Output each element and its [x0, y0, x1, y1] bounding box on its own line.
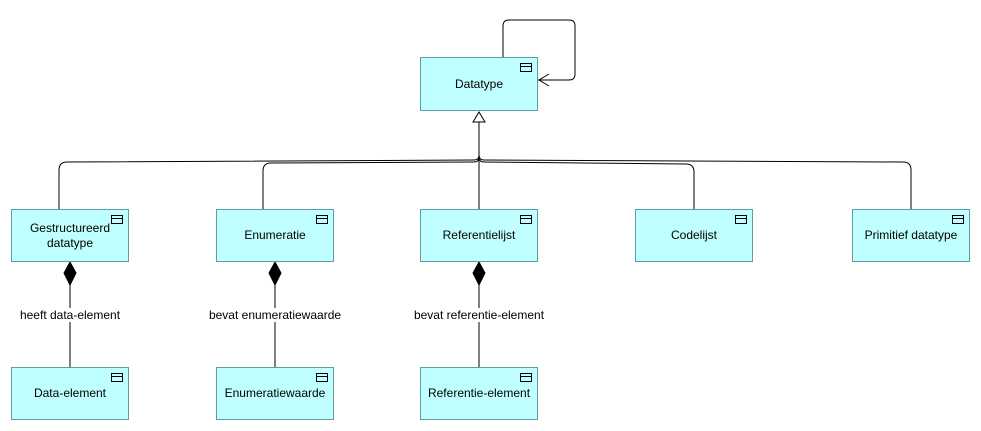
element-enumeratiewaarde[interactable]: Enumeratiewaarde	[216, 367, 334, 420]
composition-diamond-gestructureerd	[63, 260, 77, 287]
element-enumeratie[interactable]: Enumeratie	[216, 209, 334, 262]
data-object-icon	[520, 373, 532, 382]
element-enumeratiewaarde-label: Enumeratiewaarde	[224, 386, 326, 400]
relation-label-heeft-data-element: heeft data-element	[18, 308, 122, 322]
data-object-icon	[316, 215, 328, 224]
data-object-icon	[111, 373, 123, 382]
element-gestructureerd-datatype[interactable]: Gestructureerd datatype	[11, 209, 129, 262]
specialization-line-enumeratie	[262, 156, 480, 209]
data-object-icon	[111, 215, 123, 224]
data-object-icon	[520, 215, 532, 224]
element-codelijst-label: Codelijst	[670, 228, 718, 242]
specialization-line-codelijst	[478, 156, 695, 209]
element-referentielijst-label: Referentielijst	[442, 228, 516, 242]
composition-diamond-referentielijst	[472, 260, 486, 287]
specialization-line-gestructureerd	[58, 154, 480, 209]
relation-label-bevat-referentie-element: bevat referentie-element	[412, 308, 546, 322]
element-data-element[interactable]: Data-element	[11, 367, 129, 420]
element-referentie-element-label: Referentie-element	[427, 386, 531, 400]
element-referentie-element[interactable]: Referentie-element	[420, 367, 538, 420]
element-datatype[interactable]: Datatype	[420, 57, 538, 111]
element-referentielijst[interactable]: Referentielijst	[420, 209, 538, 262]
composition-diamond-enumeratie	[268, 260, 282, 287]
data-object-icon	[735, 215, 747, 224]
self-association-line	[502, 19, 576, 81]
element-enumeratie-label: Enumeratie	[244, 228, 306, 242]
specialization-arrowhead	[472, 111, 486, 123]
specialization-line-primitief	[478, 154, 912, 209]
element-gestructureerd-datatype-label: Gestructureerd datatype	[29, 220, 111, 250]
element-primitief-datatype[interactable]: Primitief datatype	[852, 209, 970, 262]
element-primitief-datatype-label: Primitief datatype	[864, 228, 958, 242]
element-codelijst[interactable]: Codelijst	[635, 209, 753, 262]
data-object-icon	[316, 373, 328, 382]
data-object-icon	[952, 215, 964, 224]
relation-label-bevat-enumeratiewaarde: bevat enumeratiewaarde	[207, 308, 343, 322]
element-data-element-label: Data-element	[33, 386, 107, 400]
element-datatype-label: Datatype	[454, 76, 504, 91]
self-association-arrowhead	[538, 73, 550, 87]
data-object-icon	[520, 63, 532, 72]
